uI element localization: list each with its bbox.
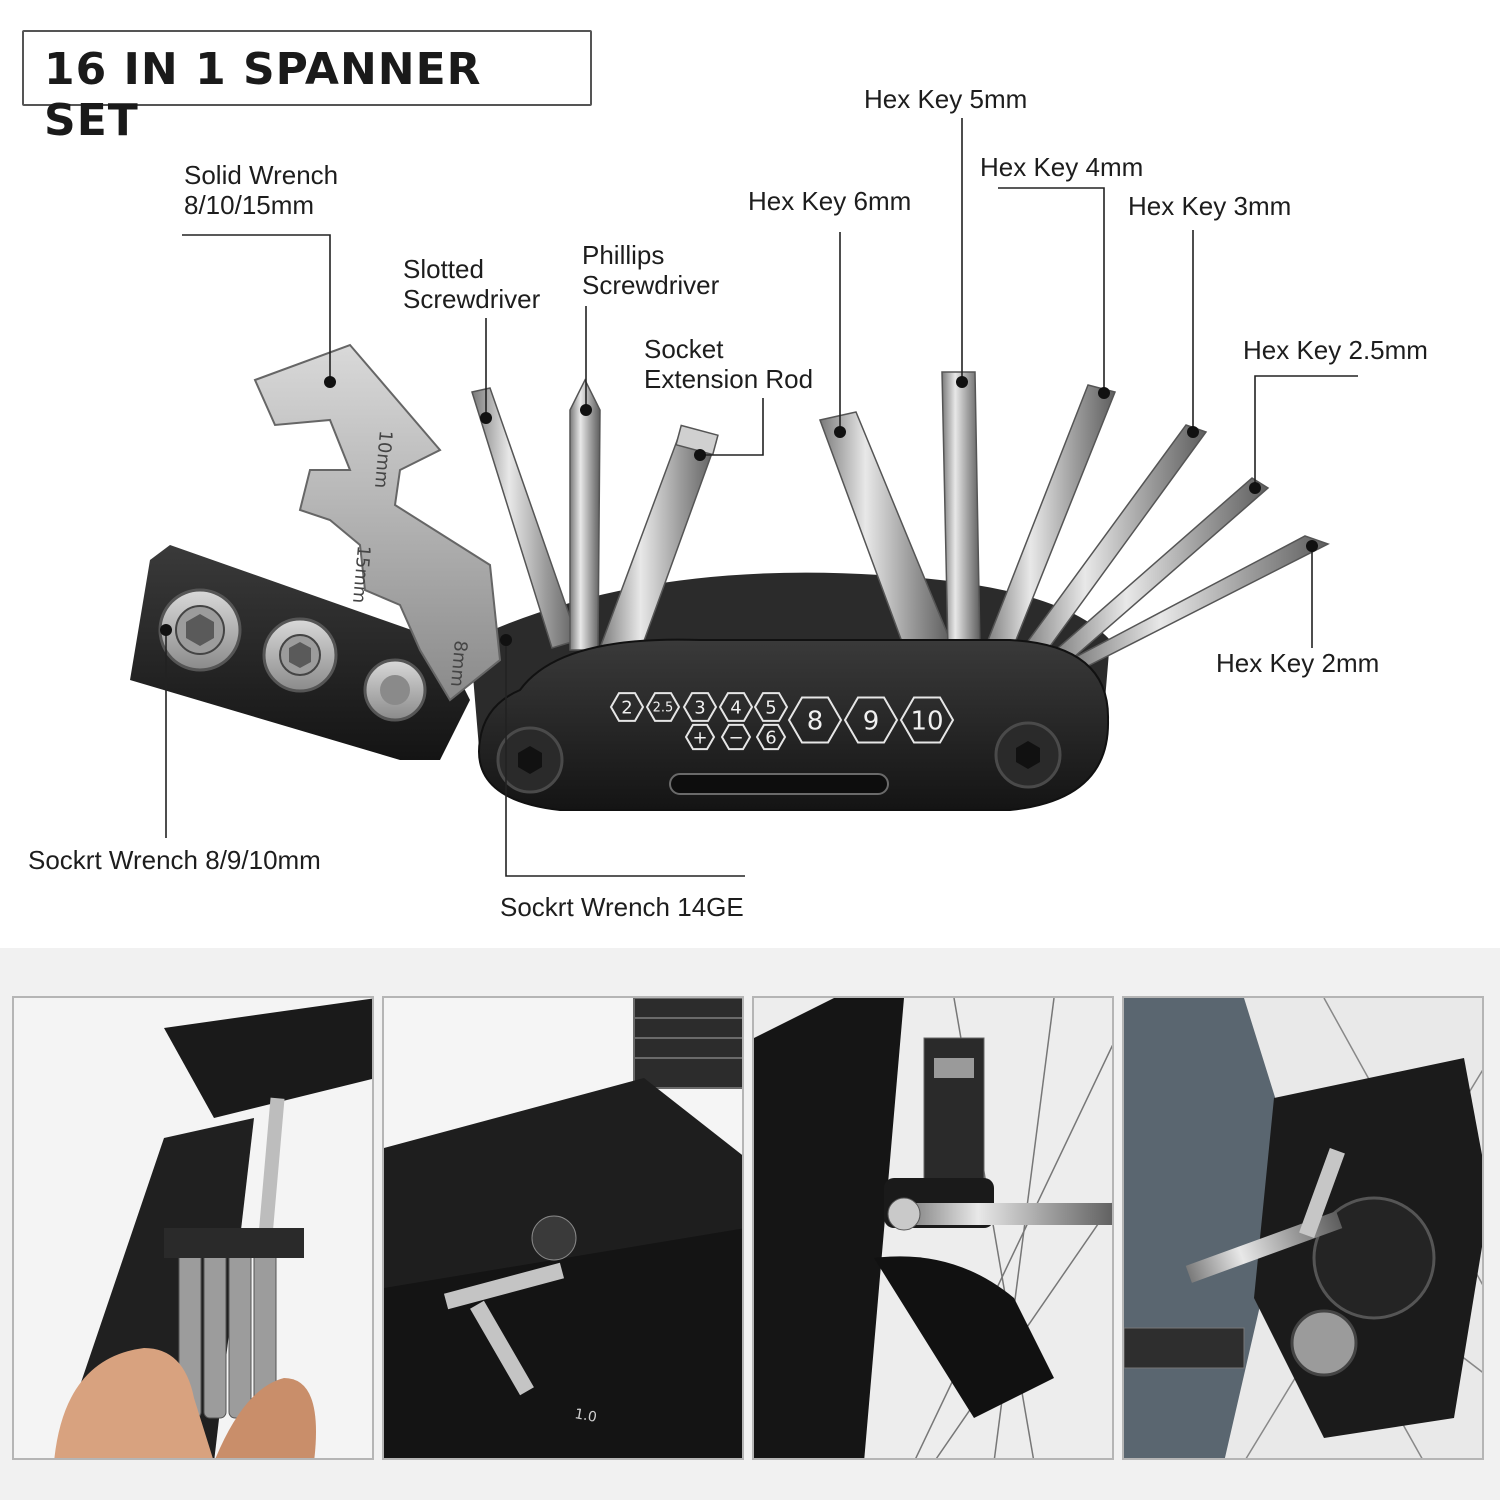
big-size-row: 8 9 10: [787, 696, 955, 744]
size-markings: 2 2.5 3 4 5 +− 6 8 9 10: [609, 692, 955, 751]
hex-size-mark-4: 5: [765, 697, 776, 718]
phillips-screwdriver: [569, 378, 601, 651]
tool-diagram: 10mm 15mm 8mm 2 2.5 3 4: [130, 118, 1358, 877]
hex-size-mark-2-hex: [682, 692, 718, 722]
hex-size-mark-2: 3: [694, 697, 705, 718]
label-socket-wrench-8-9-10: Sockrt Wrench 8/9/10mm: [28, 845, 321, 875]
big-size-mark-1-hex: [843, 696, 899, 744]
tool-body: [478, 638, 1110, 811]
svg-text:8mm: 8mm: [446, 640, 471, 688]
big-size-mark-2: 10: [910, 706, 943, 736]
photo-hex-key-on-stem: 1.0: [382, 996, 744, 1460]
label-hex-key-4mm: Hex Key 4mm: [980, 152, 1144, 182]
tool-type-mark-2-hex: [755, 723, 787, 751]
svg-text:10mm: 10mm: [370, 430, 396, 490]
hex-key-5mm: [941, 371, 981, 651]
title-box: 16 IN 1 SPANNER SET: [22, 30, 592, 146]
big-size-mark-0: 8: [807, 706, 824, 736]
tool-type-mark-0-hex: [684, 723, 716, 751]
tool-type-mark-2: 6: [765, 727, 776, 748]
hex-size-mark-0: 2: [621, 697, 632, 718]
label-hex-key-3mm: Hex Key 3mm: [1128, 191, 1292, 221]
big-size-mark-0-hex: [787, 696, 843, 744]
photo-folding-tool-in-hand: [12, 996, 374, 1460]
tool-type-mark-1: −: [728, 727, 743, 748]
big-size-mark-2-hex: [899, 696, 955, 744]
label-hex-key-2-5mm: Hex Key 2.5mm: [1243, 335, 1428, 365]
label-hex-key-6mm: Hex Key 6mm: [748, 186, 912, 216]
hex-size-mark-3-hex: [718, 692, 754, 722]
leader-lines: [165, 118, 1358, 877]
hex-size-mark-4-hex: [753, 692, 789, 722]
label-socket-extension-rod: Socket Extension Rod: [644, 334, 814, 394]
label-solid-wrench: Solid Wrench 8/10/15mm: [184, 160, 339, 220]
tool-type-row: +− 6: [684, 723, 787, 751]
hex-size-mark-1: 2.5: [653, 701, 674, 716]
label-slotted-screwdriver: Slotted Screwdriver: [403, 254, 541, 314]
label-socket-wrench-14ge: Sockrt Wrench 14GE: [500, 892, 744, 922]
label-hex-key-5mm: Hex Key 5mm: [864, 84, 1028, 114]
photo-hex-key-on-brake: [752, 996, 1114, 1460]
photo-hex-key-on-derailleur: [1122, 996, 1484, 1460]
svg-text:1.0: 1.0: [573, 1406, 598, 1426]
svg-text:15mm: 15mm: [348, 545, 374, 605]
tool-type-mark-0: +: [692, 727, 707, 748]
hex-size-mark-1-hex: [645, 692, 681, 722]
page-title: 16 IN 1 SPANNER SET: [44, 44, 482, 146]
tool-type-mark-1-hex: [720, 723, 752, 751]
solid-wrench: 10mm 15mm 8mm: [253, 343, 502, 702]
socket-holder: [130, 545, 470, 760]
label-phillips-screwdriver: Phillips Screwdriver: [582, 240, 720, 300]
hex-size-mark-0-hex: [609, 692, 645, 722]
hex-size-mark-3: 4: [730, 697, 741, 718]
big-size-mark-1: 9: [863, 706, 880, 736]
label-hex-key-2mm: Hex Key 2mm: [1216, 648, 1380, 678]
hex-size-row: 2 2.5 3 4 5: [609, 692, 789, 722]
